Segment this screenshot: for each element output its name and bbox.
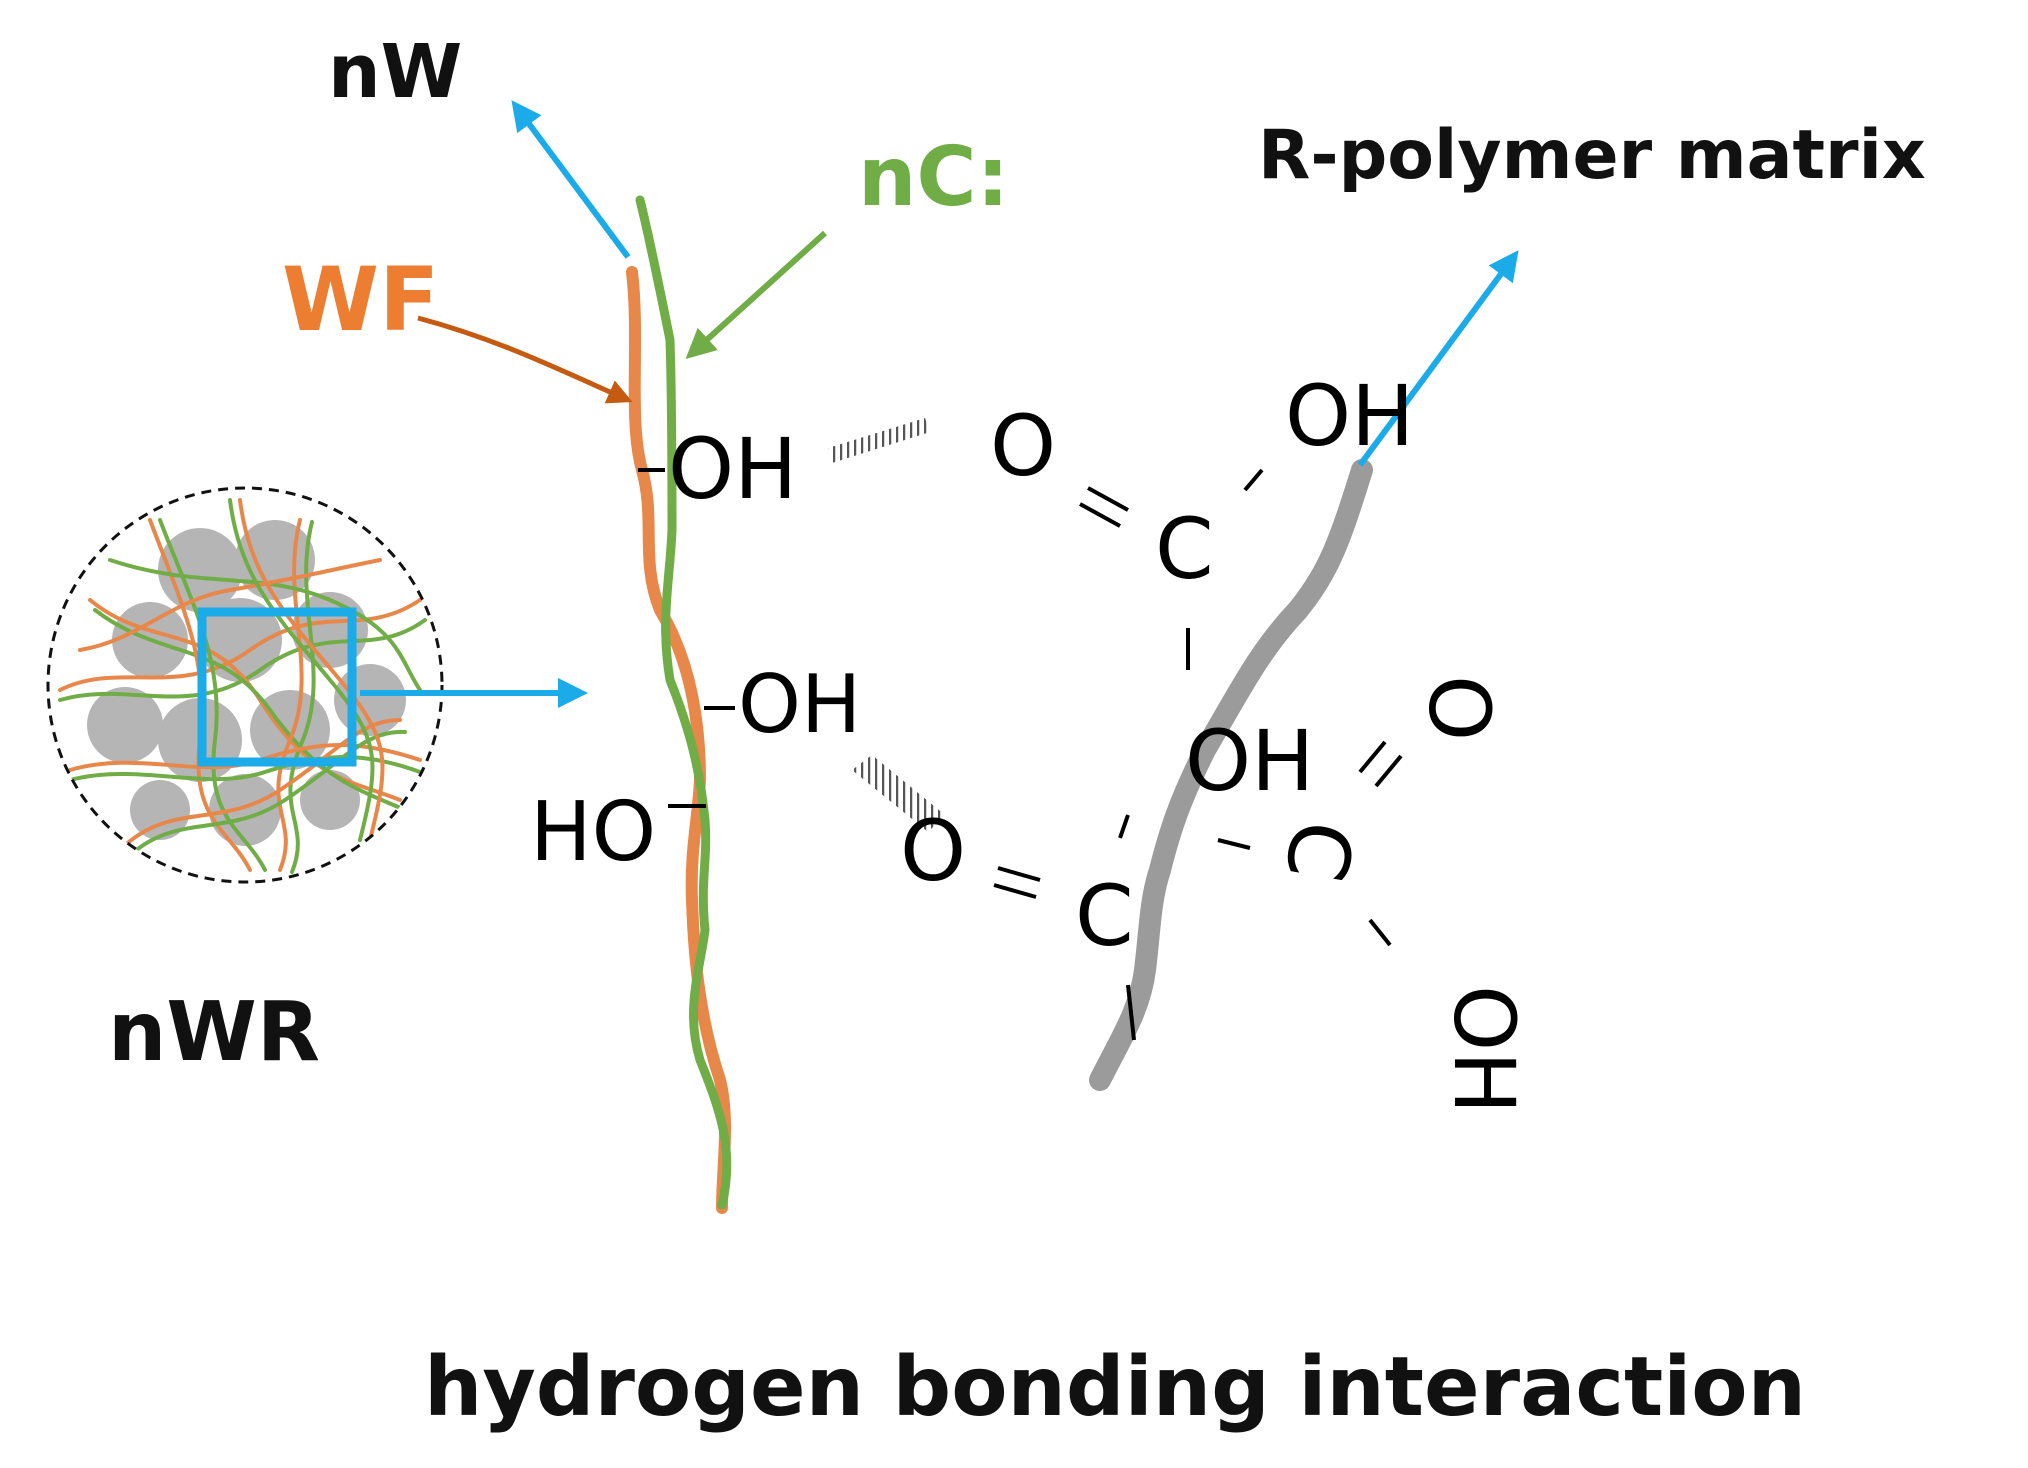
- carboxyl-1-oh: OH: [1285, 367, 1414, 465]
- fiber-strand: [626, 195, 732, 1214]
- nwr-inset: [46, 486, 588, 884]
- carboxyl-2-c: C: [1075, 867, 1134, 965]
- nc-arrow: [685, 230, 828, 360]
- double-bond-1a: [1087, 486, 1129, 512]
- label-matrix: R-polymer matrix: [1258, 116, 1926, 195]
- nw-arrow: [511, 100, 631, 259]
- nwr-particles: [58, 498, 427, 874]
- filler-particle: [130, 780, 190, 840]
- cellulose-strand: [635, 195, 732, 1210]
- filler-particle: [209, 774, 281, 846]
- filler-particle: [87, 687, 163, 763]
- bond-c-oh-1: [1243, 468, 1264, 492]
- bond-c-oh-3: [1368, 918, 1392, 947]
- carboxyl-2-o: O: [900, 802, 966, 900]
- bond-c-left-3: [1217, 838, 1251, 850]
- double-bond-2b: [993, 883, 1037, 899]
- carboxyl-1-c: C: [1155, 500, 1214, 598]
- label-nwr: nWR: [108, 985, 320, 1080]
- carboxyl-group-3: O C OH: [1217, 675, 1533, 1114]
- filler-particle: [198, 598, 282, 682]
- fiber-oh-1: OH: [668, 420, 797, 518]
- carboxyl-1-o: O: [990, 397, 1056, 495]
- label-nw: nW: [328, 29, 462, 115]
- wood-fiber-strand: [626, 266, 732, 1214]
- double-bond-2a: [997, 866, 1041, 882]
- carboxyl-group-1: O C OH: [990, 367, 1414, 670]
- polymer-oh: OH: [1185, 712, 1314, 810]
- zoom-box: [197, 607, 357, 767]
- filler-particle: [300, 770, 360, 830]
- double-bond-3a: [1358, 740, 1387, 774]
- double-bond-1b: [1079, 502, 1121, 528]
- bond-c-chain-2: [1118, 814, 1130, 839]
- fiber-ho: HO: [530, 785, 656, 880]
- caption: hydrogen bonding interaction: [424, 1340, 1806, 1435]
- fiber-hydroxyls: OH OH HO: [530, 420, 861, 880]
- polymer-chain: [1089, 459, 1373, 1091]
- label-wf: WF: [282, 248, 439, 351]
- fiber-oh-2: OH: [738, 658, 861, 751]
- carboxyl-3-o: O: [1410, 675, 1508, 741]
- carboxyl-group-2: O C: [900, 802, 1136, 1041]
- bond-c-backbone-2: [1126, 984, 1136, 1041]
- label-nc: nC:: [858, 130, 1009, 225]
- nwr-fibers: [58, 498, 427, 874]
- double-bond-3b: [1374, 754, 1403, 788]
- matrix-arrow: [1357, 250, 1519, 467]
- h-bond-bottom: [852, 755, 945, 832]
- h-bond-top: [828, 418, 930, 463]
- carboxyl-3-c: C: [1266, 814, 1373, 889]
- carboxyl-3-oh: OH: [1435, 985, 1533, 1114]
- filler-particle: [292, 592, 368, 668]
- wf-arrow: [417, 315, 633, 404]
- nwr-circle-outline: [46, 486, 444, 884]
